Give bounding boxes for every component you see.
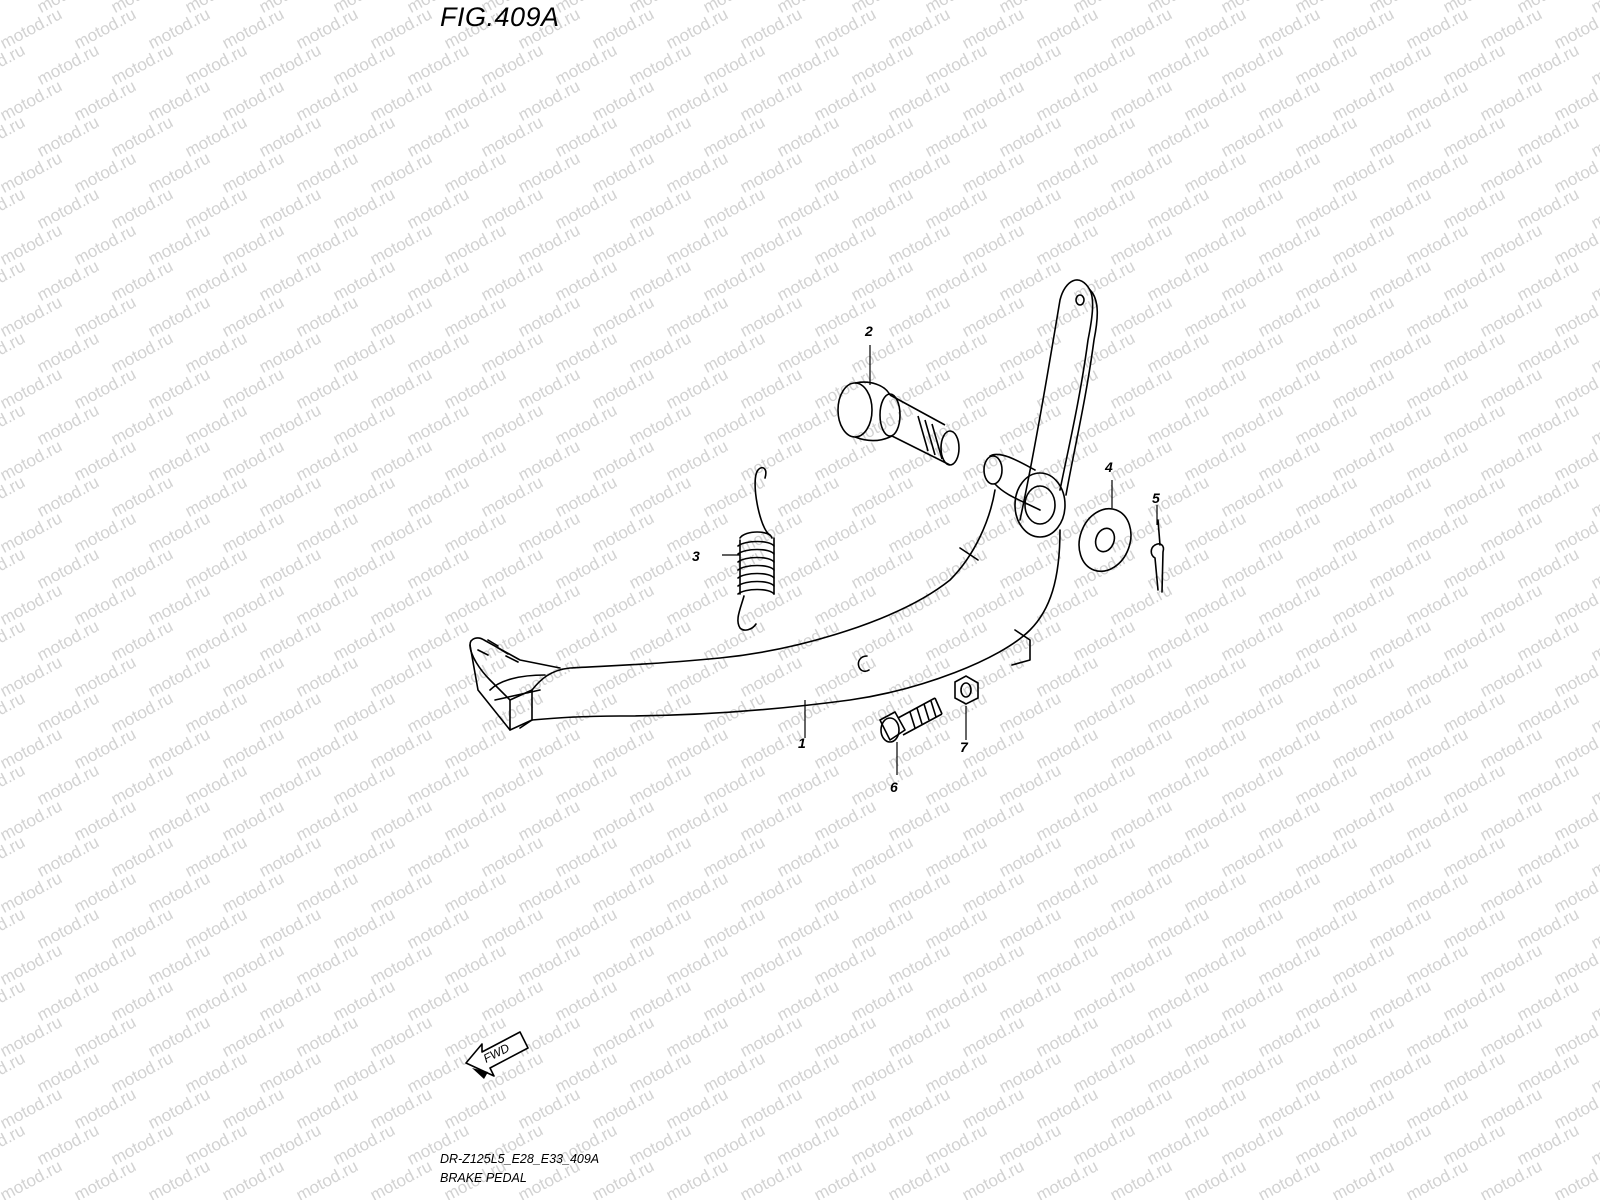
nut-part[interactable]	[954, 675, 979, 705]
callout-4: 4	[1104, 459, 1113, 475]
callout-1: 1	[798, 735, 806, 751]
callout-2: 2	[864, 323, 873, 339]
diagram-name: BRAKE PEDAL	[440, 1171, 527, 1185]
bolt-part[interactable]	[879, 697, 943, 743]
washer-part[interactable]	[1071, 501, 1140, 578]
brake-pedal-part[interactable]	[469, 279, 1099, 731]
callout-5: 5	[1152, 490, 1160, 506]
callout-7: 7	[960, 739, 969, 755]
leader-lines	[722, 345, 1158, 775]
callout-6: 6	[890, 779, 898, 795]
figure-title: FIG.409A	[440, 2, 560, 32]
return-spring-part[interactable]	[737, 466, 775, 631]
diagram-code: DR-Z125L5_E28_E33_409A	[440, 1152, 600, 1166]
fwd-arrow-icon: FWD	[465, 1031, 529, 1079]
callout-3: 3	[692, 548, 700, 564]
cotter-pin-part[interactable]	[1150, 519, 1165, 593]
pivot-bolt-part[interactable]	[837, 381, 960, 466]
